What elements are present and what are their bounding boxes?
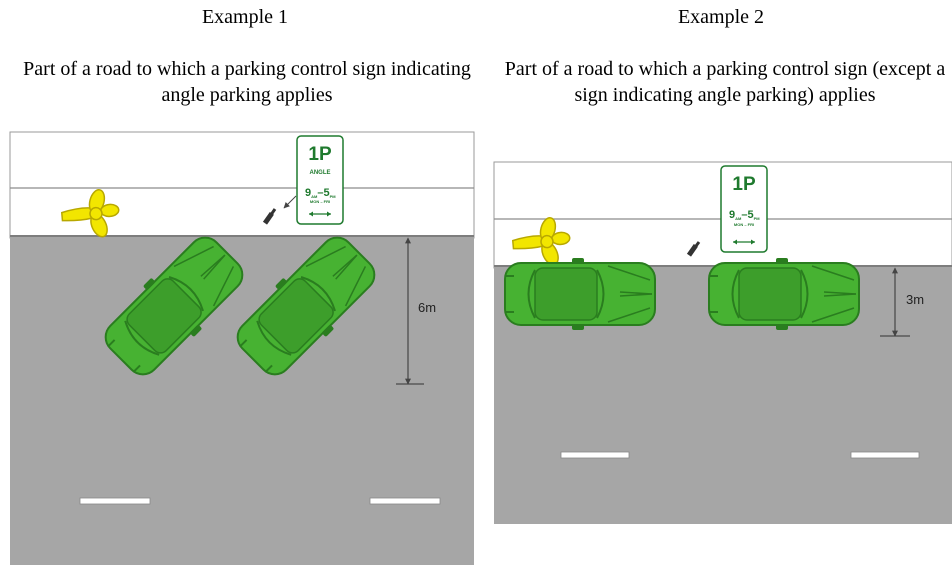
dimension-6m (396, 237, 424, 385)
sign-2-from-sup: AM (735, 216, 742, 221)
sign-2-from: 9 (729, 209, 735, 221)
road-1 (10, 236, 474, 565)
sign-2-days: MON – FRI (734, 222, 754, 227)
sign-post-icon (686, 241, 701, 257)
svg-text:9AM–5PM: 9AM–5PM (305, 187, 336, 199)
example-2-scene: 1P 9AM–5PM MON – FRI 3m (493, 161, 952, 524)
car-parallel-1 (504, 257, 656, 331)
parking-sign-2: 1P 9AM–5PM MON – FRI (720, 165, 768, 253)
example-1-caption: Part of a road to which a parking contro… (23, 58, 471, 106)
sign-1-from-sup: AM (311, 194, 318, 199)
sign-1-sub: ANGLE (310, 170, 331, 176)
measure-6m: 6m (418, 300, 436, 315)
example-2-title: Example 2 (677, 6, 765, 28)
sign-2-main: 1P (732, 174, 756, 195)
sign-1-main: 1P (308, 144, 332, 165)
example-2-caption: Part of a road to which a parking contro… (504, 58, 946, 106)
sign-1-to: 5 (323, 187, 329, 199)
footpath-1 (9, 131, 475, 239)
sign-post-icon (262, 195, 297, 225)
svg-text:9AM–5PM: 9AM–5PM (729, 209, 760, 221)
lane-marking-2a (560, 451, 630, 459)
sign-2-to-sup: PM (754, 216, 761, 221)
sign-1-days: MON – FRI (310, 199, 330, 204)
car-parallel-2 (708, 257, 860, 331)
lane-marking-1b (369, 497, 441, 505)
parking-sign-1: 1P ANGLE 9AM–5PM MON – FRI (296, 135, 344, 225)
example-1-scene: 1P ANGLE 9AM–5PM MON – FRI 6m (9, 131, 475, 565)
sign-1-from: 9 (305, 187, 311, 199)
measure-3m: 3m (906, 292, 924, 307)
sign-1-to-sup: PM (330, 194, 337, 199)
lane-marking-2b (850, 451, 920, 459)
lane-marking-1a (79, 497, 151, 505)
sign-2-to: 5 (747, 209, 753, 221)
example-1-title: Example 1 (201, 6, 289, 28)
dimension-3m (880, 267, 910, 337)
